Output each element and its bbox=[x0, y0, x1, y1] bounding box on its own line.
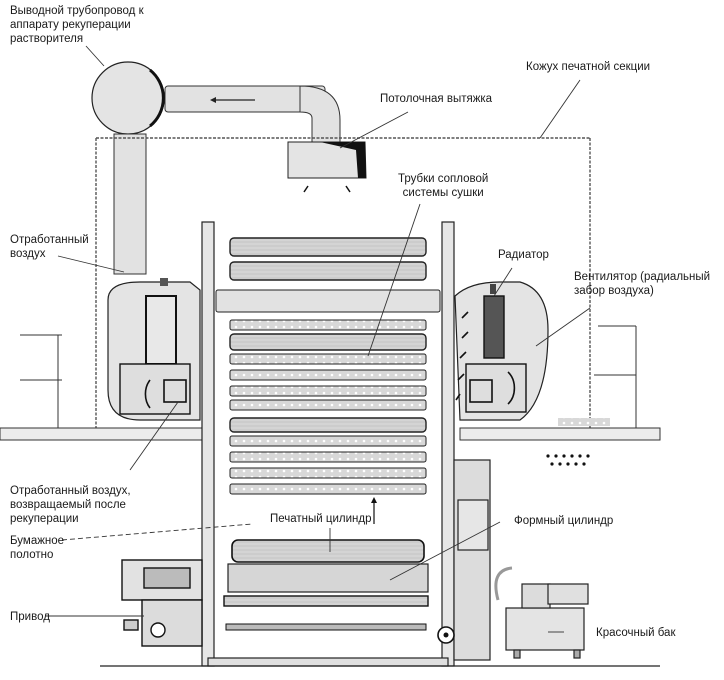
ink-tank bbox=[494, 566, 589, 659]
vent-holes bbox=[546, 454, 590, 466]
guide-roller bbox=[229, 237, 427, 257]
nozzle-tube bbox=[229, 483, 427, 495]
nozzle-tube bbox=[229, 353, 427, 365]
dryer-rollers bbox=[215, 237, 441, 495]
service-platform bbox=[0, 325, 661, 441]
nozzle-tube bbox=[229, 319, 427, 331]
label-housing: Кожух печатной секции bbox=[526, 61, 651, 73]
label-drive: Привод bbox=[10, 611, 50, 623]
label-impression-cylinder: Печатный цилиндр bbox=[270, 513, 372, 525]
drive-unit bbox=[121, 559, 203, 647]
label-radiator: Радиатор bbox=[498, 249, 549, 261]
guide-panel bbox=[215, 289, 441, 313]
machine-frame bbox=[100, 221, 660, 667]
exhaust-duct bbox=[91, 61, 341, 275]
right-fan-unit bbox=[454, 281, 549, 421]
nozzle-tube bbox=[229, 435, 427, 447]
label-fan: Вентилятор (радиальный забор воздуха) bbox=[574, 271, 711, 297]
label-plate-cylinder: Формный цилиндр bbox=[514, 515, 614, 527]
label-exhaust-pipe: Выводной трубопровод к аппарату рекупера… bbox=[10, 5, 144, 45]
radiator-core bbox=[483, 295, 505, 359]
nozzle-tube bbox=[229, 451, 427, 463]
label-ceiling-hood: Потолочная вытяжка bbox=[380, 93, 493, 105]
nozzle-tube bbox=[229, 369, 427, 381]
guide-roller bbox=[229, 261, 427, 281]
nozzle-tube bbox=[229, 385, 427, 397]
label-returned-air: Отработанный воздух, возвращаемый после … bbox=[10, 485, 131, 525]
nozzle-tube bbox=[229, 399, 427, 411]
ceiling-hood bbox=[287, 141, 367, 193]
nozzle-tube bbox=[229, 467, 427, 479]
guide-roller bbox=[229, 417, 427, 433]
leader-lines bbox=[46, 45, 591, 633]
label-nozzle-tubes: Трубки сопловой системы сушки bbox=[398, 173, 489, 199]
printing-section-housing bbox=[95, 137, 591, 428]
left-fan-unit bbox=[107, 278, 201, 421]
label-exhaust-air: Отработанный воздух bbox=[10, 234, 89, 260]
impression-cylinder bbox=[231, 539, 425, 563]
label-ink-tank: Красочный бак bbox=[596, 627, 676, 639]
guide-roller bbox=[229, 333, 427, 351]
label-paper-web: Бумажное полотно bbox=[10, 535, 65, 561]
plate-cylinder bbox=[223, 563, 429, 631]
